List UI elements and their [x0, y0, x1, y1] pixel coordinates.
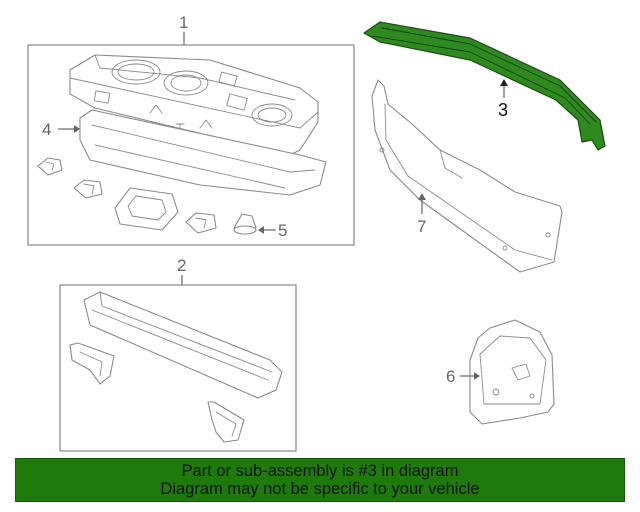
- retainer-clip[interactable]: [233, 213, 257, 235]
- highlighted-part-3[interactable]: 3: [363, 21, 606, 151]
- reinforcement-bar[interactable]: [83, 291, 283, 399]
- callout-4[interactable]: 4: [42, 120, 51, 139]
- part-group-1[interactable]: 1 4: [27, 13, 355, 246]
- bracket-right[interactable]: [185, 212, 217, 234]
- bracket-center-left[interactable]: [73, 179, 103, 199]
- arrow-5: [258, 226, 264, 234]
- arrow-4: [74, 125, 80, 133]
- arrow-7: [418, 193, 426, 200]
- callout-6[interactable]: 6: [446, 367, 455, 386]
- side-bracket[interactable]: 6: [446, 319, 555, 425]
- callout-7[interactable]: 7: [417, 217, 426, 236]
- info-banner: Part or sub-assembly is #3 in diagram Di…: [15, 458, 625, 502]
- center-mount-plate[interactable]: [114, 187, 179, 231]
- left-gusset[interactable]: [69, 342, 115, 385]
- bracket-left[interactable]: [37, 157, 63, 176]
- callout-2[interactable]: 2: [177, 256, 186, 275]
- callout-1[interactable]: 1: [179, 13, 188, 32]
- rear-panel[interactable]: 7: [371, 79, 563, 273]
- part-group-2[interactable]: 2: [59, 256, 297, 452]
- arrow-6: [474, 372, 480, 380]
- callout-3[interactable]: 3: [498, 100, 508, 120]
- banner-line-2: Diagram may not be specific to your vehi…: [160, 480, 480, 498]
- lower-trim-panel[interactable]: [79, 109, 327, 196]
- right-gusset[interactable]: [207, 401, 245, 443]
- callout-5[interactable]: 5: [278, 221, 287, 240]
- rear-header-panel[interactable]: [363, 21, 606, 151]
- banner-line-1: Part or sub-assembly is #3 in diagram: [181, 462, 459, 480]
- arrow-3: [500, 79, 508, 86]
